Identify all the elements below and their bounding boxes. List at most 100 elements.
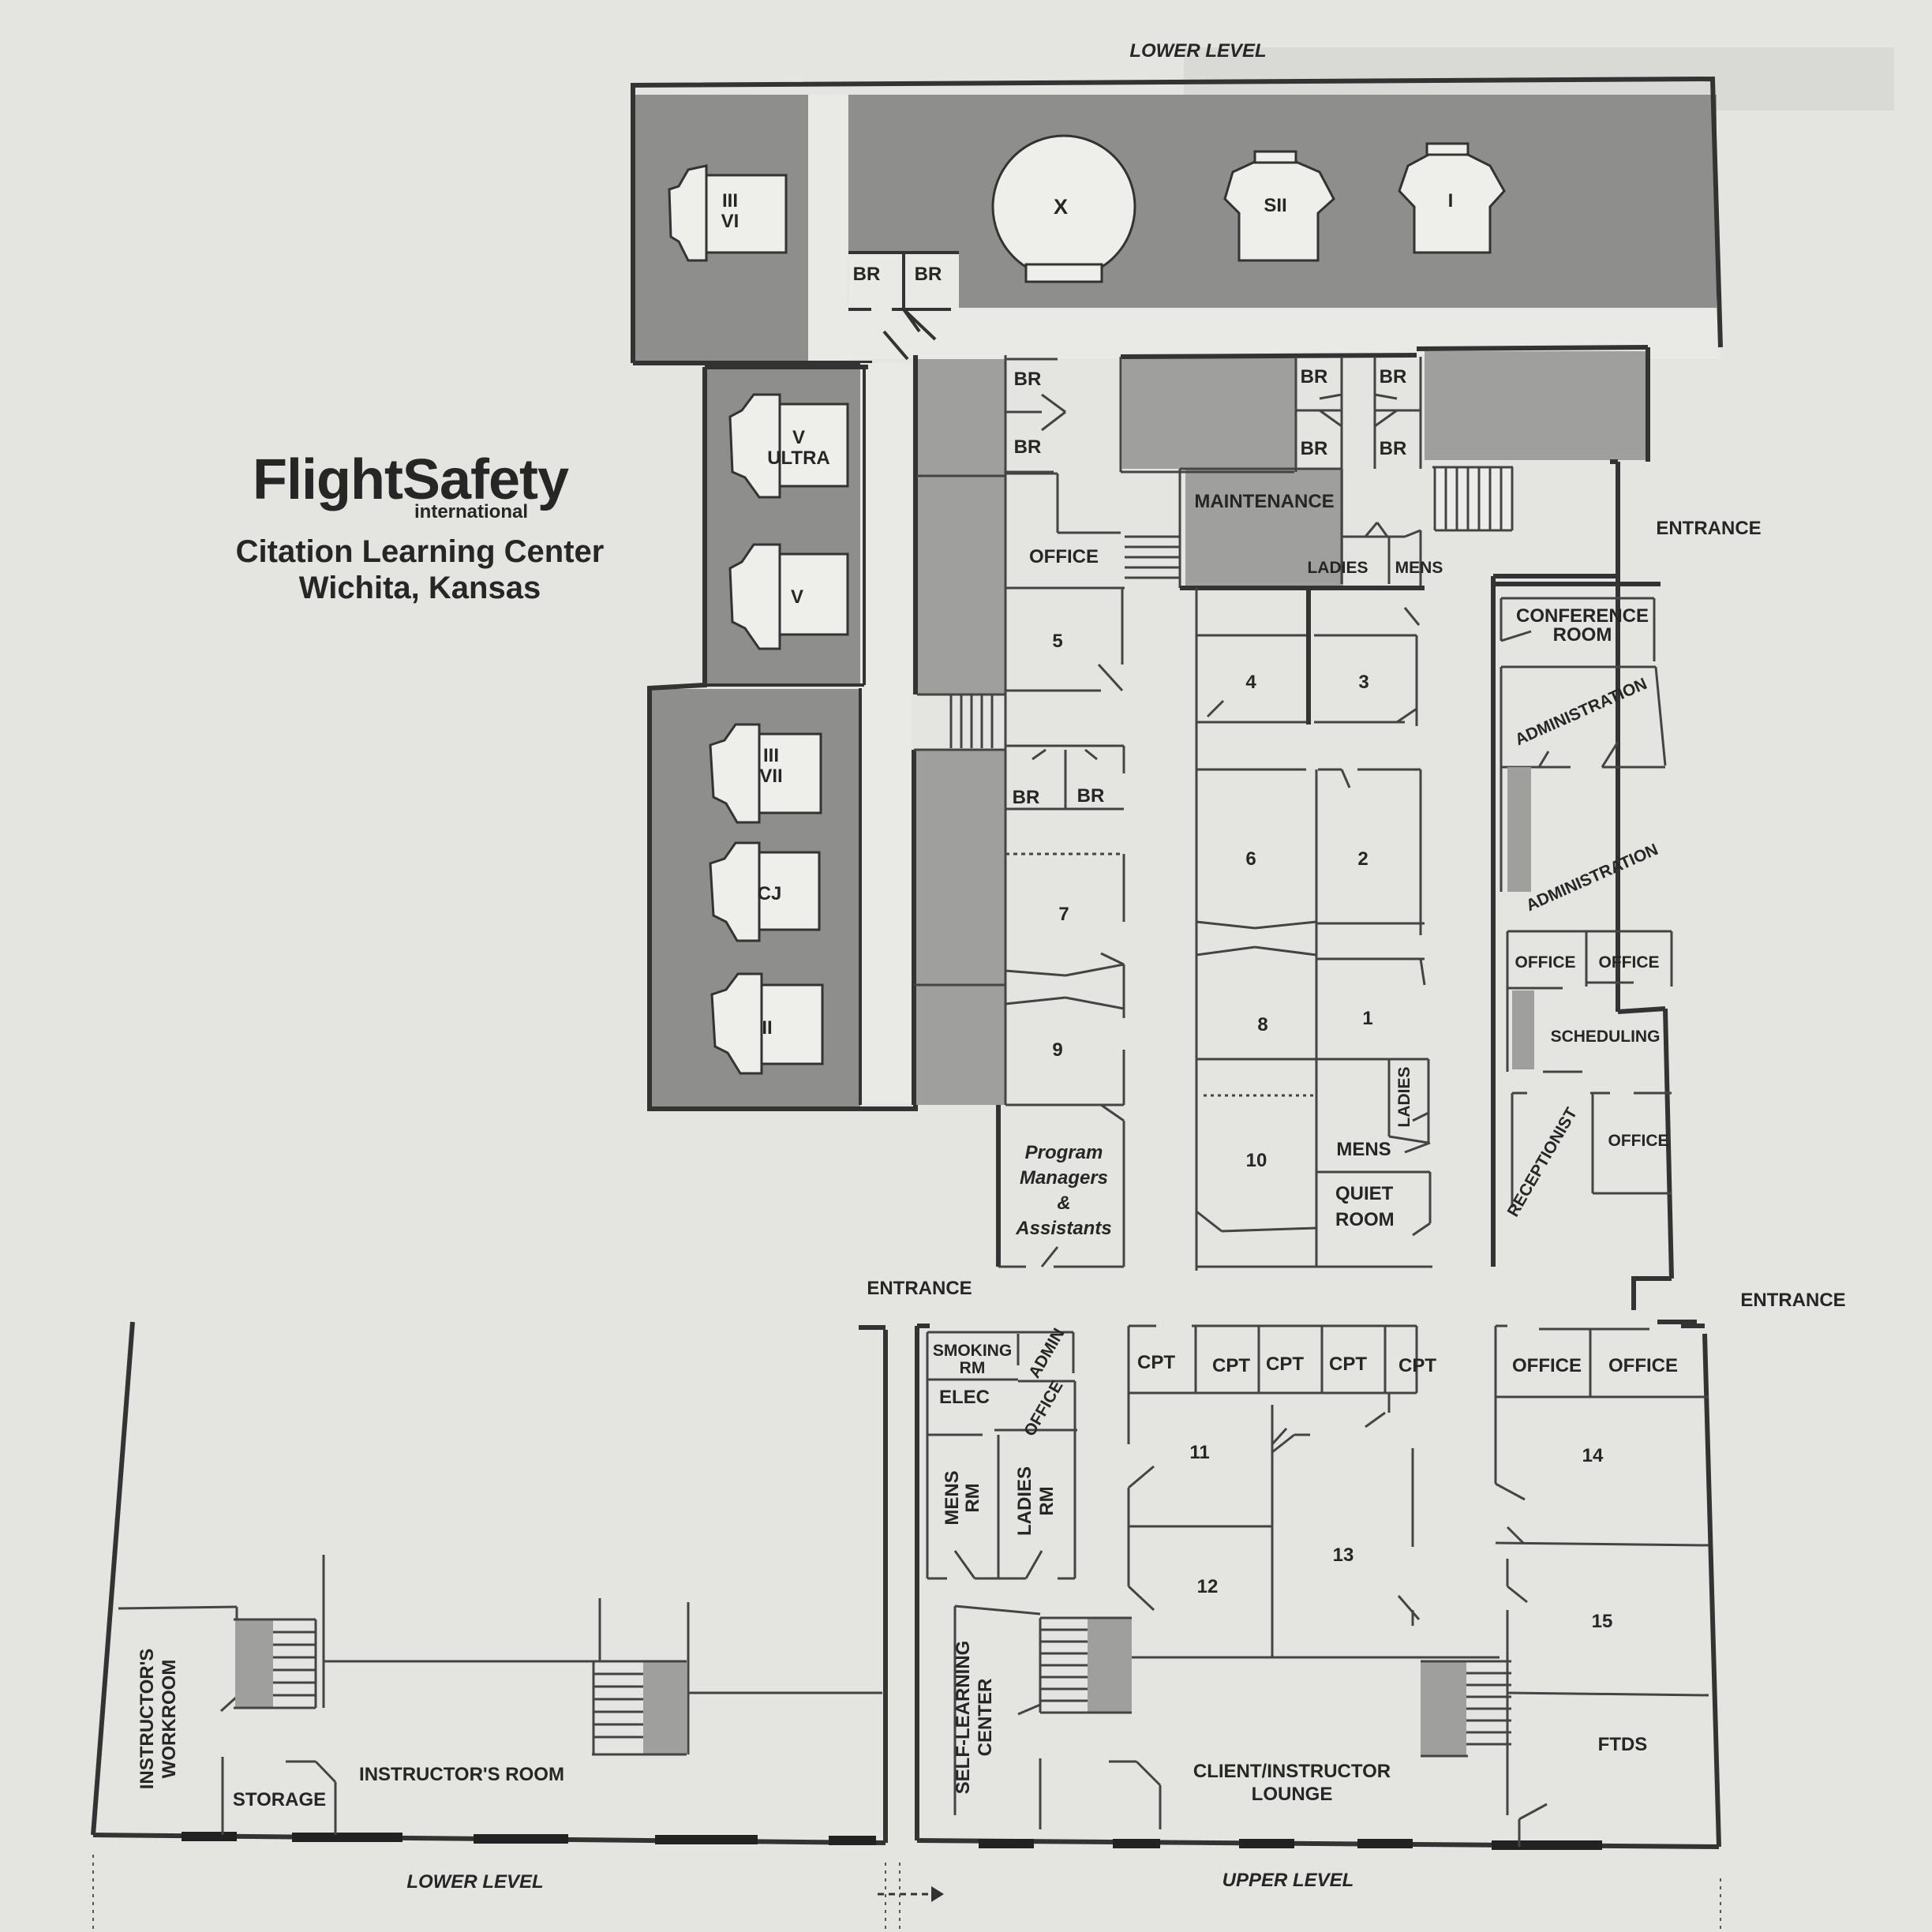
classroom-9: 9 (1052, 1039, 1062, 1061)
maintenance-block: BR BR BR BR MAINTENANCE LADIES MENS (1119, 345, 1650, 590)
simulator-v: V (728, 543, 849, 650)
cpt-room: CPT (1137, 1352, 1175, 1373)
br-room: BR (1013, 787, 1040, 808)
classroom-10: 10 (1246, 1150, 1267, 1171)
simulator-v-ultra: V ULTRA (728, 393, 849, 499)
office-room: OFFICE (1599, 953, 1660, 972)
svg-text:ULTRA: ULTRA (767, 447, 830, 469)
classroom-11: 11 (1189, 1442, 1209, 1463)
br-room: BR (915, 264, 942, 285)
client-lounge-line1: CLIENT/INSTRUCTOR (1193, 1761, 1391, 1782)
upper-level-plan: SMOKING RM ADMIN ELEC OFFICE MENS RM LAD… (915, 1324, 1721, 1850)
br-room: BR (1380, 366, 1407, 388)
office-room: OFFICE (1515, 953, 1576, 972)
classroom-block: 4 3 6 2 8 1 LADIES MENS (1195, 574, 1674, 1279)
lower-level-top-label: LOWER LEVEL (1129, 40, 1266, 62)
scheduling-room: SCHEDULING (1551, 1028, 1661, 1046)
svg-text:X: X (1054, 195, 1068, 219)
br-room: BR (1077, 785, 1105, 807)
simulator-sii: SII (1223, 150, 1335, 262)
classroom-5: 5 (1052, 631, 1062, 652)
classroom-8: 8 (1257, 1014, 1267, 1035)
quiet-room-line1: QUIET (1335, 1183, 1394, 1204)
classroom-13: 13 (1333, 1544, 1354, 1566)
smoking-room-line2: RM (960, 1359, 986, 1377)
ladies-rm-line2: RM (1036, 1486, 1058, 1515)
program-managers-line1: Program (1025, 1142, 1103, 1163)
entrance-middle: ENTRANCE (867, 1278, 972, 1299)
simulator-x: X (991, 134, 1136, 283)
svg-text:II: II (762, 1017, 772, 1039)
program-managers-line4: Assistants (1015, 1218, 1111, 1239)
left-simulator-bays: V ULTRA V III VII CJ II (647, 363, 918, 1111)
svg-text:III: III (722, 190, 738, 212)
storage-room: STORAGE (233, 1789, 326, 1810)
self-learning-line2: CENTER (975, 1679, 996, 1757)
instructors-workroom-line1: INSTRUCTOR'S (137, 1649, 158, 1790)
classroom-15: 15 (1592, 1611, 1613, 1632)
entrance-top-right: ENTRANCE (1656, 518, 1761, 539)
quiet-room-line2: ROOM (1335, 1209, 1395, 1230)
office-room: OFFICE (1608, 1355, 1678, 1376)
br-room: BR (1380, 438, 1407, 459)
cpt-room: CPT (1212, 1355, 1250, 1376)
conference-room-line2: ROOM (1553, 624, 1612, 646)
lower-level-plan: INSTRUCTOR'S WORKROOM STORAGE INSTRUCTOR… (91, 1321, 888, 1845)
svg-text:VI: VI (721, 211, 739, 232)
classroom-12: 12 (1197, 1576, 1219, 1597)
client-lounge-line2: LOUNGE (1252, 1784, 1333, 1805)
program-managers-line2: Managers (1020, 1167, 1108, 1189)
svg-text:III: III (763, 745, 779, 766)
level-divider-arrow (92, 1855, 1721, 1932)
self-learning-line1: SELF-LEARNING (953, 1641, 974, 1795)
mens-rm-line1: MENS (942, 1470, 963, 1525)
classroom-3: 3 (1358, 672, 1368, 693)
svg-text:I: I (1448, 190, 1454, 212)
cpt-room: CPT (1329, 1354, 1367, 1375)
program-managers-line3: & (1057, 1193, 1070, 1214)
ftds-room: FTDS (1598, 1734, 1648, 1755)
center-location: Wichita, Kansas (299, 571, 541, 605)
central-corridor-rooms: BR BR OFFICE 5 BR BR 7 (912, 355, 1180, 1268)
br-room: BR (853, 264, 881, 285)
upper-level-bottom-label: UPPER LEVEL (1222, 1870, 1354, 1891)
brand-logo: FlightSafety (253, 448, 569, 511)
center-name: Citation Learning Center (236, 534, 605, 569)
mens-rm-line2: RM (962, 1483, 983, 1512)
simulator-i: I (1398, 142, 1506, 254)
office-room: OFFICE (1512, 1355, 1582, 1376)
classroom-4: 4 (1245, 672, 1256, 693)
classroom-14: 14 (1582, 1445, 1604, 1466)
classroom-2: 2 (1357, 848, 1368, 870)
mens-room: MENS (1395, 559, 1443, 577)
br-room: BR (1014, 436, 1042, 458)
svg-text:V: V (792, 427, 805, 448)
office-room: OFFICE (1029, 546, 1099, 567)
simulator-iii-vi: III VI (668, 164, 788, 262)
office-room: OFFICE (1608, 1132, 1669, 1150)
elec-room: ELEC (939, 1387, 990, 1408)
svg-text:CJ: CJ (758, 883, 782, 904)
classroom-1: 1 (1362, 1008, 1372, 1029)
lower-level-bottom-label: LOWER LEVEL (406, 1871, 543, 1893)
classroom-7: 7 (1058, 904, 1069, 925)
mens-room: MENS (1336, 1139, 1391, 1160)
smoking-room-line1: SMOKING (933, 1342, 1012, 1360)
ladies-rm-line1: LADIES (1014, 1466, 1035, 1536)
top-simulator-bay: BR BR III VI X SII I (631, 76, 1723, 365)
conference-room-line1: CONFERENCE (1516, 605, 1649, 627)
entrance-right: ENTRANCE (1740, 1290, 1845, 1311)
svg-text:VII: VII (759, 766, 782, 787)
maintenance-room: MAINTENANCE (1194, 491, 1334, 512)
simulator-ii: II (710, 972, 824, 1075)
stairs (949, 695, 994, 748)
instructors-workroom-line2: WORKROOM (159, 1660, 180, 1779)
classroom-6: 6 (1245, 848, 1256, 870)
cpt-room: CPT (1266, 1354, 1304, 1375)
brand-logo-sub: international (414, 501, 528, 522)
simulator-iii-vii: III VII (709, 723, 822, 824)
cpt-room: CPT (1398, 1355, 1436, 1376)
instructors-room: INSTRUCTOR'S ROOM (359, 1764, 564, 1785)
simulator-cj: CJ (709, 841, 821, 942)
